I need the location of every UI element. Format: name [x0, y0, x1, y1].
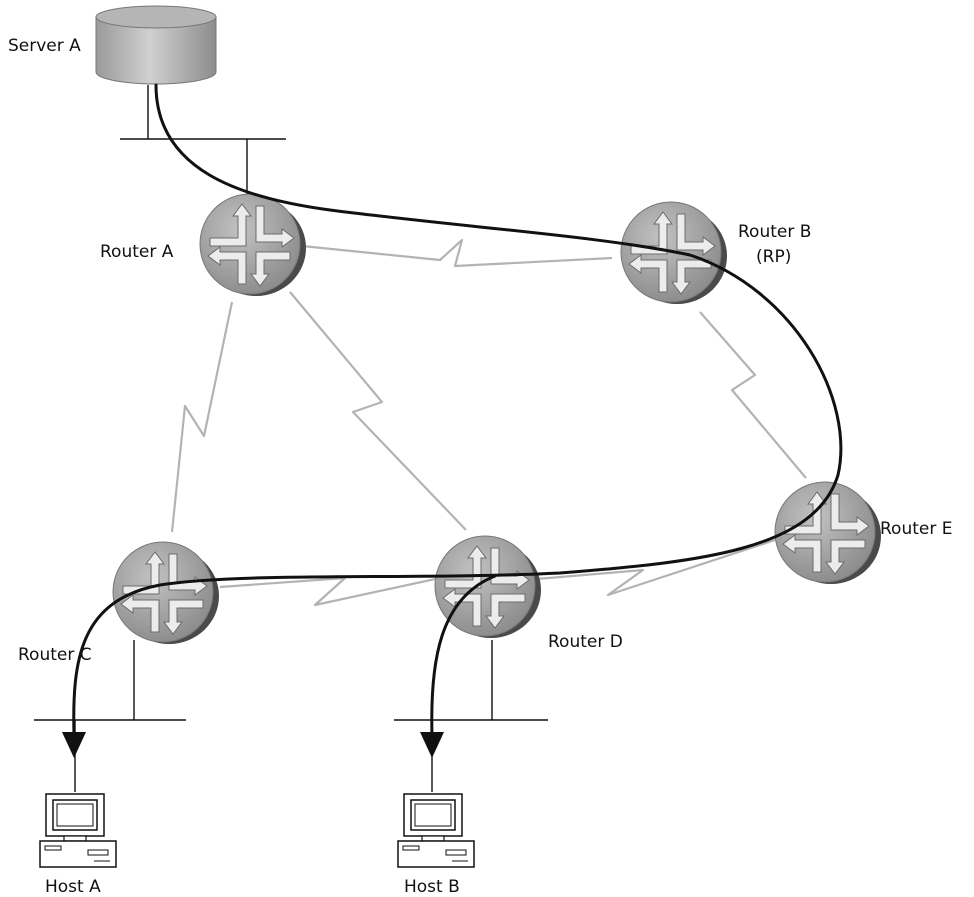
arrowhead-to-host-a [62, 732, 86, 758]
host-a-icon [39, 793, 117, 868]
link-router-a-router-b [301, 238, 613, 268]
link-router-a-router-d [289, 291, 467, 531]
host-b-label: Host B [404, 877, 460, 897]
arrowhead-to-host-b [420, 732, 444, 758]
server-a-label: Server A [8, 36, 81, 56]
host-a-label: Host A [45, 877, 101, 897]
router-b-label: Router B [738, 222, 811, 242]
router-c-label: Router C [18, 645, 92, 665]
router-d-icon [434, 535, 542, 639]
router-d-label: Router D [548, 632, 623, 652]
link-router-a-router-c [170, 301, 234, 533]
multicast-path [72, 83, 843, 737]
router-c-icon [112, 541, 220, 645]
router-a-label: Router A [100, 242, 174, 262]
ethernet-segments [34, 85, 548, 792]
link-router-c-router-d [219, 576, 441, 607]
link-router-b-router-e [699, 311, 807, 479]
router-b-rp-label: (RP) [756, 247, 791, 267]
serial-links [170, 238, 807, 607]
router-e-label: Router E [880, 519, 952, 539]
link-router-d-router-e [524, 538, 776, 597]
database-server-icon [95, 5, 217, 85]
router-a-icon [199, 193, 307, 297]
host-b-icon [397, 793, 475, 868]
